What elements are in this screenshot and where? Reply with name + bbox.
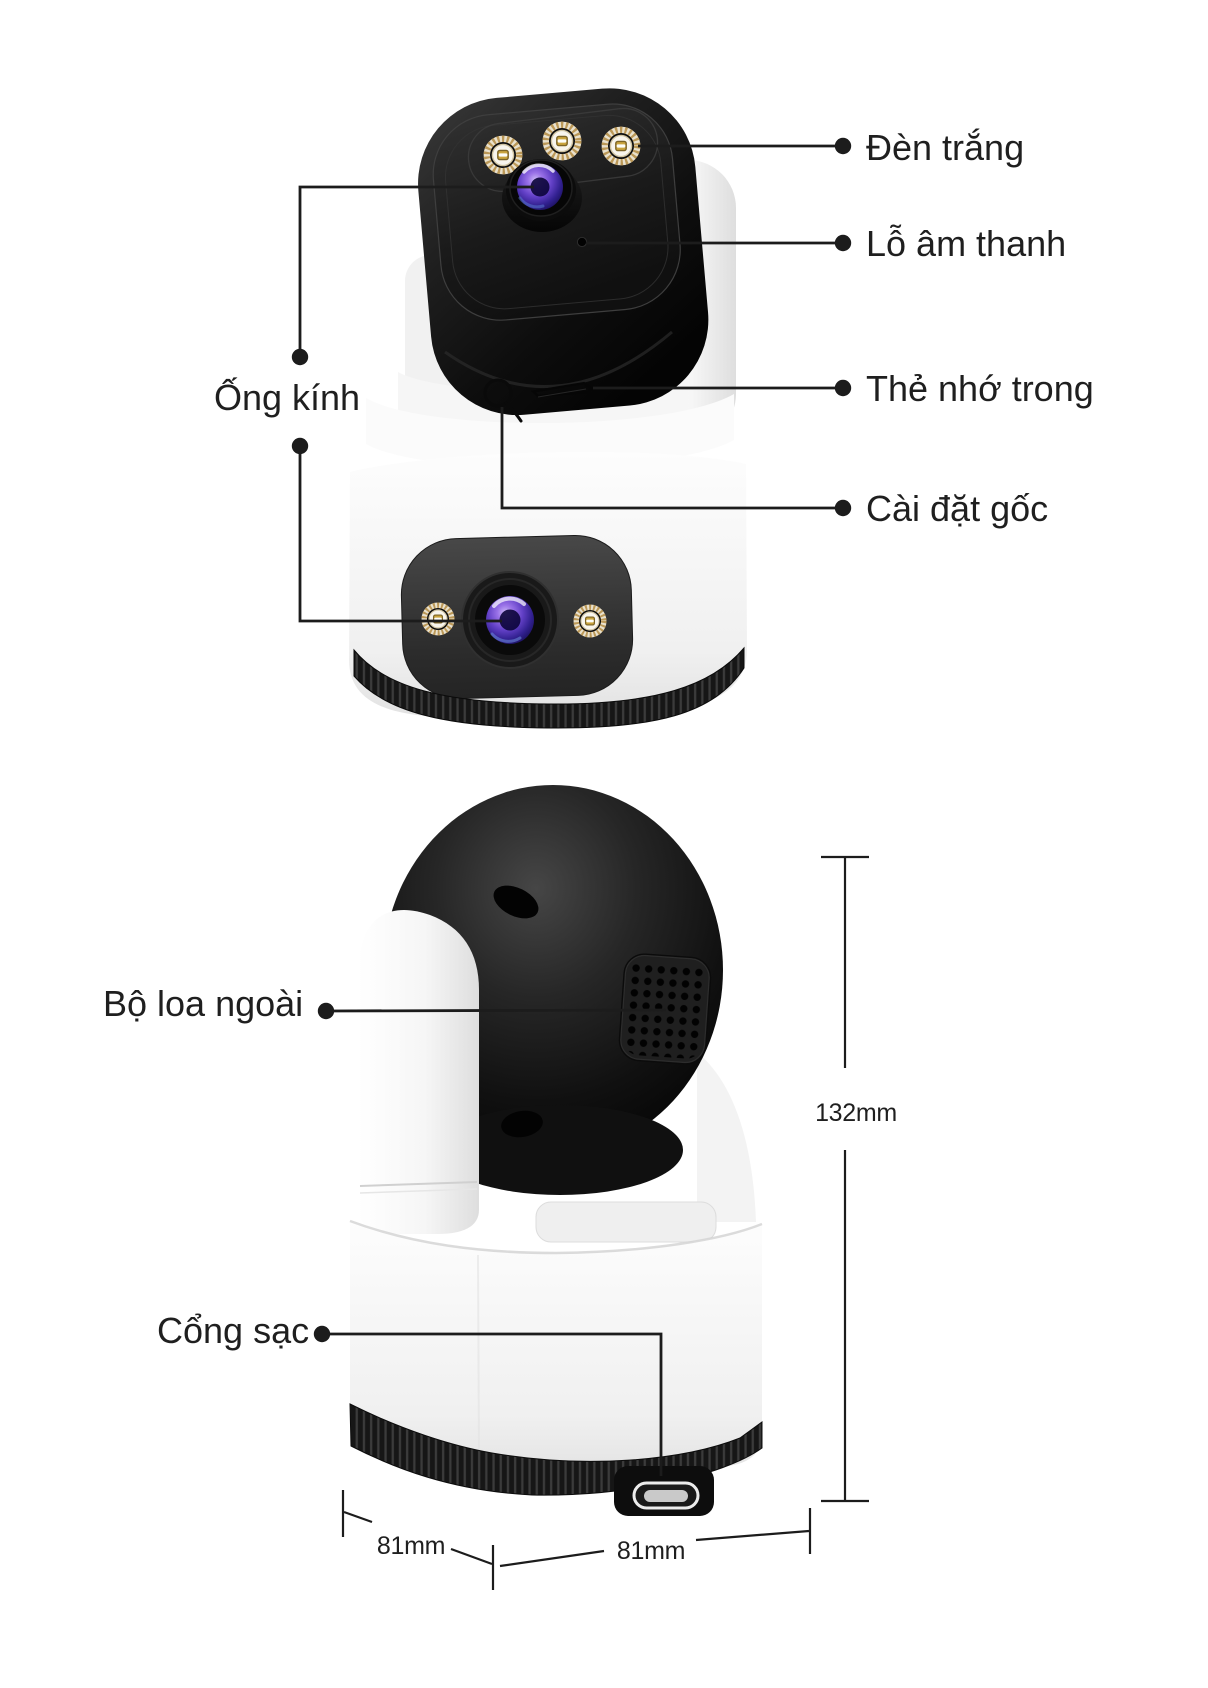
- dim-depth-81mm: [341, 1490, 495, 1590]
- leader-lines: [298, 144, 843, 1476]
- camera-head: [418, 88, 709, 423]
- dim-width-81mm: [499, 1508, 812, 1568]
- label-cong-sac: Cổng sạc: [157, 1310, 309, 1351]
- top-lens: [502, 159, 582, 232]
- leader-cai-dat-goc: [500, 407, 841, 510]
- leader-cong-sac: [322, 1332, 663, 1476]
- front-lens: [461, 571, 559, 669]
- white-led-3: [602, 127, 641, 166]
- mic-hole: [576, 236, 588, 248]
- white-led-2: [543, 122, 582, 161]
- screw-hole-top: [493, 885, 539, 919]
- turntable-platform: [535, 1201, 717, 1243]
- dim-height-132mm: [821, 855, 869, 1503]
- front-base-skirt: [353, 646, 745, 729]
- label-ong-kinh: Ống kính: [214, 376, 360, 418]
- head-bottom-ridge: [444, 330, 673, 388]
- leader-dots: [291, 137, 852, 1343]
- dim-label-height: 132mm: [815, 1099, 897, 1127]
- front-led-left: [421, 602, 454, 635]
- front-view-camera: [349, 88, 747, 729]
- label-bo-loa-ngoai: Bộ loa ngoài: [103, 983, 303, 1024]
- dim-label-depth: 81mm: [377, 1532, 445, 1560]
- memory-card-slot: [530, 381, 593, 398]
- dim-label-width: 81mm: [617, 1537, 685, 1565]
- rear-view-camera: [349, 785, 763, 1516]
- rear-base: [349, 1219, 763, 1480]
- front-led-right: [573, 604, 606, 637]
- leader-bo-loa-ngoai: [325, 1008, 667, 1013]
- leader-ong-kinh-top: [298, 185, 534, 350]
- rear-arm: [358, 909, 479, 1234]
- base-back-corner: [697, 1052, 756, 1222]
- reset-keyhole: [483, 378, 523, 423]
- label-cai-dat-goc: Cài đặt gốc: [866, 488, 1048, 529]
- screw-hole-bottom: [501, 1110, 543, 1138]
- label-den-trang: Đèn trắng: [866, 127, 1024, 168]
- leader-ong-kinh-bottom: [298, 452, 502, 623]
- label-the-nho-trong: Thẻ nhớ trong: [866, 368, 1094, 409]
- dimension-lines: [341, 855, 869, 1590]
- usb-c-port: [614, 1466, 714, 1516]
- label-lo-am-thanh: Lỗ âm thanh: [866, 223, 1066, 264]
- pan-platform: [366, 394, 734, 468]
